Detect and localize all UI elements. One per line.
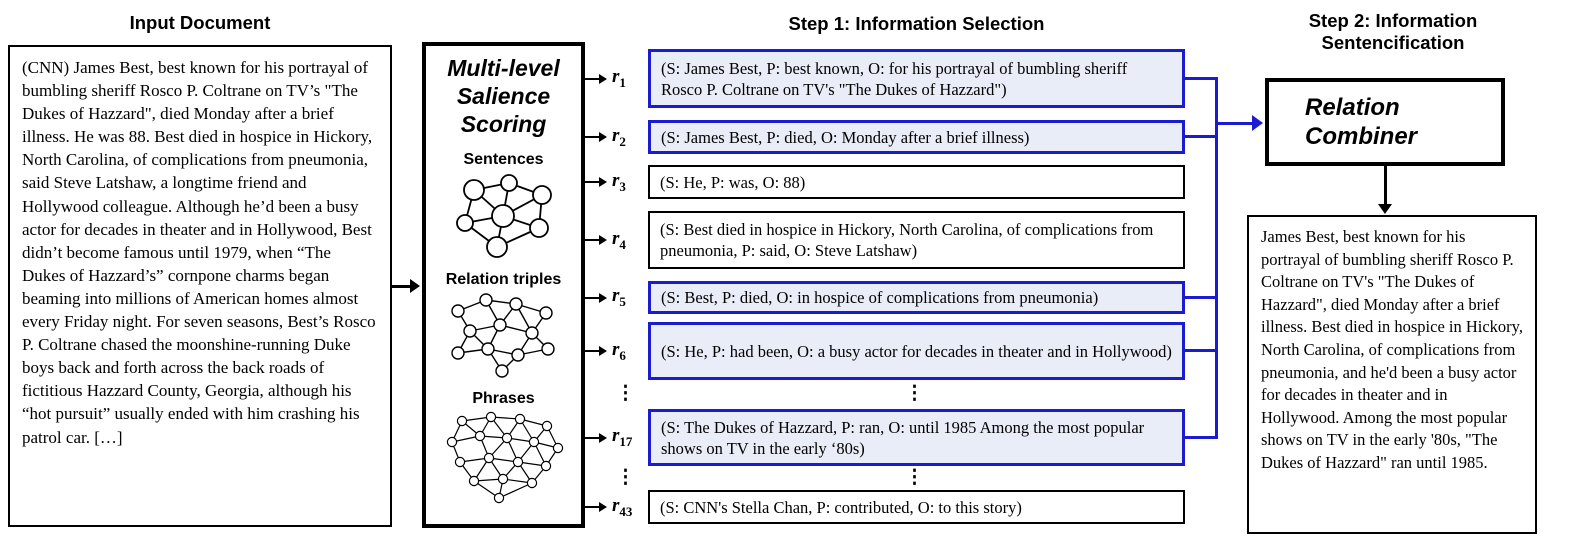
relation-id-r1: r1 (612, 66, 626, 90)
arrow-icon (584, 292, 608, 303)
combiner-to-output-arrowhead-icon (1378, 204, 1392, 214)
relation-id-r4: r4 (612, 227, 626, 252)
ellipsis-labels-1: ⋮ (616, 383, 635, 404)
relation-row-r2: r2 (S: James Best, P: died, O: Monday af… (584, 120, 1185, 154)
phrases-graph-icon (446, 411, 563, 504)
connector-stub-r17 (1183, 436, 1218, 439)
step1-title: Step 1: Information Selection (788, 13, 1045, 34)
relation-row-r3: r3 (S: He, P: was, O: 88) (584, 165, 1185, 199)
relation-id-r17: r17 (612, 425, 633, 449)
arrow-icon (584, 432, 608, 443)
relation-triples-graph-icon (450, 293, 555, 378)
arrow-icon (584, 177, 608, 187)
step2-title: Step 2: Information Sentencification (1308, 10, 1478, 53)
phrases-label: Phrases (472, 390, 535, 407)
relation-box-r5: (S: Best, P: died, O: in hospice of comp… (648, 281, 1185, 314)
relation-id-r43: r43 (612, 494, 633, 519)
relation-box-r6: (S: He, P: had been, O: a busy actor for… (648, 322, 1185, 380)
connector-stub-r6 (1183, 349, 1218, 352)
arrow-icon (584, 73, 608, 84)
combiner-to-output-arrow (1384, 166, 1387, 206)
relation-id-r2: r2 (612, 124, 626, 149)
connector-stub-r5 (1183, 296, 1218, 299)
relation-row-r5: r5 (S: Best, P: died, O: in hospice of c… (584, 281, 1185, 314)
salience-scoring-title: Multi-level Salience Scoring (447, 55, 560, 137)
relation-triples-label: Relation triples (445, 271, 562, 288)
relation-id-r6: r6 (612, 338, 626, 363)
input-document-text: (CNN) James Best, best known for his por… (22, 58, 376, 447)
sentences-graph-icon (455, 174, 552, 258)
relation-id-r3: r3 (612, 169, 626, 194)
relation-box-r2: (S: James Best, P: died, O: Monday after… (648, 120, 1185, 154)
relation-box-r43: (S: CNN's Stella Chan, P: contributed, O… (648, 490, 1185, 524)
relation-row-r4: r4 (S: Best died in hospice in Hickory, … (584, 211, 1185, 269)
ellipsis-labels-2: ⋮ (616, 467, 635, 488)
relation-row-r1: r1 (S: James Best, P: best known, O: for… (584, 49, 1185, 108)
sentences-label: Sentences (463, 151, 544, 168)
output-text: James Best, best known for his portrayal… (1261, 227, 1523, 472)
relation-row-r43: r43 (S: CNN's Stella Chan, P: contribute… (584, 490, 1185, 524)
relation-row-r6: r6 (S: He, P: had been, O: a busy actor … (584, 322, 1185, 380)
connector-stub-r1 (1183, 77, 1218, 80)
connector-vertical-line (1215, 77, 1218, 439)
relation-combiner-box: Relation Combiner (1265, 78, 1505, 166)
connector-to-combiner (1215, 122, 1253, 125)
arrow-icon (584, 346, 608, 356)
relation-box-r3: (S: He, P: was, O: 88) (648, 165, 1185, 199)
connector-stub-r2 (1183, 135, 1218, 138)
input-document-box: (CNN) James Best, best known for his por… (8, 45, 392, 527)
connector-arrowhead-icon (1252, 115, 1263, 131)
arrow-icon (584, 132, 608, 142)
arrow-icon (584, 235, 608, 245)
relation-box-r1: (S: James Best, P: best known, O: for hi… (648, 49, 1185, 108)
doc-to-scoring-arrow (392, 285, 412, 288)
ellipsis-boxes-1: ⋮ (905, 383, 924, 404)
relation-id-r5: r5 (612, 285, 626, 309)
relation-box-r17: (S: The Dukes of Hazzard, P: ran, O: unt… (648, 409, 1185, 466)
ellipsis-boxes-2: ⋮ (905, 467, 924, 488)
doc-to-scoring-arrowhead-icon (410, 279, 420, 293)
output-box: James Best, best known for his portrayal… (1247, 215, 1537, 534)
input-document-title: Input Document (129, 12, 271, 33)
salience-scoring-box: Multi-level Salience Scoring Sentences R… (422, 42, 585, 528)
relation-box-r4: (S: Best died in hospice in Hickory, Nor… (648, 211, 1185, 269)
relation-row-r17: r17 (S: The Dukes of Hazzard, P: ran, O:… (584, 409, 1185, 466)
arrow-icon (584, 502, 608, 512)
